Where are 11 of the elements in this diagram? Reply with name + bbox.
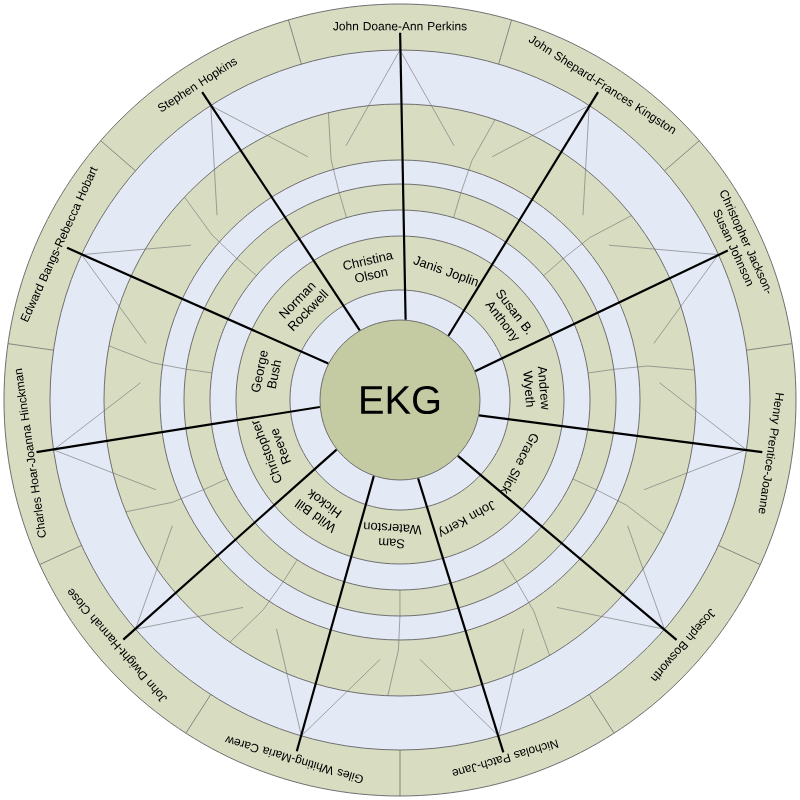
- connector-line: [474, 249, 729, 373]
- connector-line: [201, 91, 361, 331]
- connector-line: [478, 414, 763, 454]
- connector-line: [447, 91, 599, 337]
- connector-line: [66, 246, 329, 365]
- connector-line: [457, 455, 678, 641]
- connector-line: [122, 448, 338, 641]
- connector-line: [417, 478, 505, 753]
- connector-line: [295, 475, 375, 752]
- connector-line: [399, 32, 407, 320]
- connector-line: [36, 405, 320, 454]
